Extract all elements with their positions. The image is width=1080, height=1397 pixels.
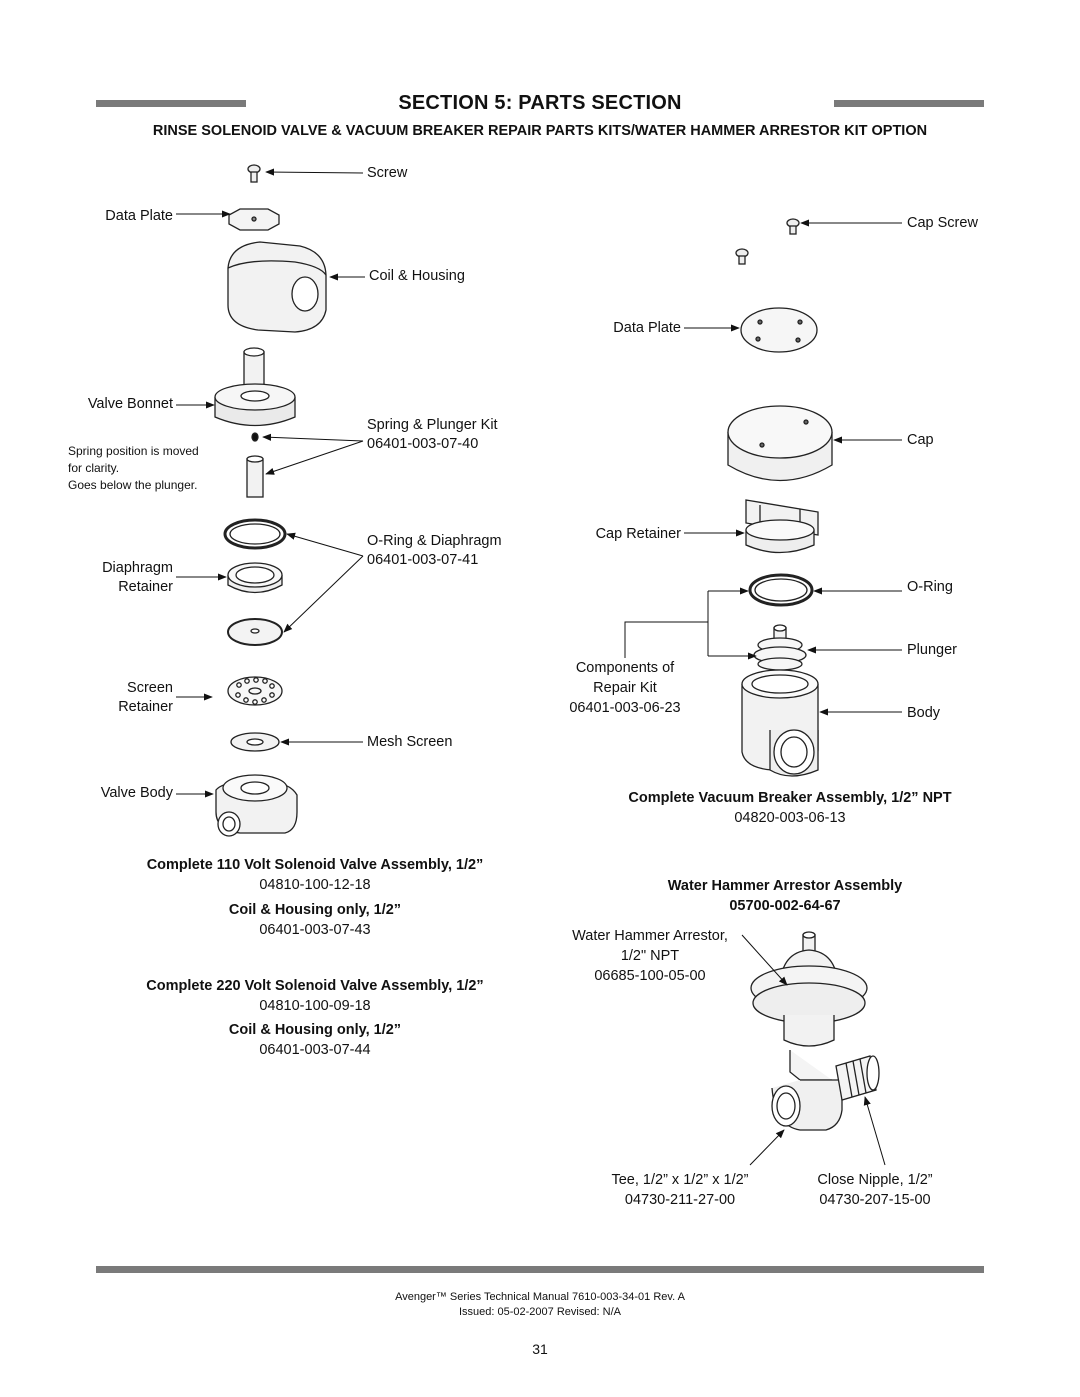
assembly-title: Complete 110 Volt Solenoid Valve Assembl… — [146, 857, 484, 873]
assembly-title: Coil & Housing only, 1/2” — [228, 902, 402, 918]
label-spring-plunger-part: 06401-003-07-40 — [367, 436, 479, 452]
components-part: 06401-003-06-23 — [569, 700, 681, 716]
assembly-part: 05700-002-64-67 — [729, 898, 841, 914]
components-line-1: Components of — [575, 660, 675, 676]
assembly-title: Complete 220 Volt Solenoid Valve Assembl… — [146, 978, 484, 994]
cap-part — [727, 405, 833, 482]
nipple-label: Close Nipple, 1/2” 04730-207-15-00 — [795, 1170, 955, 1210]
spring-part — [251, 432, 259, 442]
tee-label: Tee, 1/2” x 1/2” x 1/2” 04730-211-27-00 — [580, 1170, 780, 1210]
label-vb-body: Body — [907, 705, 941, 721]
assembly-part: 06401-003-07-43 — [259, 922, 371, 938]
assembly-part: 04810-100-12-18 — [259, 877, 371, 893]
nipple-part-number: 04730-207-15-00 — [819, 1192, 931, 1208]
solenoid-assembly-110: Complete 110 Volt Solenoid Valve Assembl… — [100, 855, 530, 895]
vb-o-ring-part — [748, 573, 814, 607]
spring-note-line-3: Goes below the plunger. — [68, 478, 198, 492]
diaphragm-part — [227, 618, 283, 646]
label-valve-body: Valve Body — [100, 785, 173, 801]
label-mesh-screen: Mesh Screen — [367, 734, 453, 750]
tee-line: Tee, 1/2” x 1/2” x 1/2” — [611, 1172, 749, 1188]
tee-part-number: 04730-211-27-00 — [624, 1192, 736, 1208]
label-cap-screw: Cap Screw — [907, 215, 978, 231]
assembly-title: Water Hammer Arrestor Assembly — [667, 878, 903, 894]
label-data-plate: Data Plate — [105, 208, 173, 224]
assembly-title: Complete Vacuum Breaker Assembly, 1/2” N… — [628, 790, 952, 806]
label-screen-retainer: Retainer — [118, 699, 173, 715]
label-screen: Screen — [127, 680, 173, 696]
valve-bonnet-part — [214, 347, 296, 427]
arrestor-line-2: 1/2" NPT — [620, 948, 680, 964]
water-hammer-arrestor-part — [750, 931, 868, 1047]
label-oring-diaphragm-part: 06401-003-07-41 — [367, 552, 479, 568]
plunger-part — [246, 455, 264, 498]
footer-line-2: Issued: 05-02-2007 Revised: N/A — [458, 1306, 622, 1318]
spring-note-line-1: Spring position is moved — [68, 444, 199, 458]
header-rule-right — [834, 100, 984, 107]
label-screw: Screw — [367, 165, 408, 181]
label-cap-retainer: Cap Retainer — [595, 526, 681, 542]
assembly-part: 06401-003-07-44 — [259, 1042, 371, 1058]
label-vb-data-plate: Data Plate — [613, 320, 681, 336]
spring-note: Spring position is moved for clarity. Go… — [68, 443, 199, 494]
footer-line-1: Avenger™ Series Technical Manual 7610-00… — [395, 1291, 685, 1303]
vb-data-plate-part — [740, 307, 818, 353]
label-valve-bonnet: Valve Bonnet — [87, 396, 173, 412]
label-cap: Cap — [907, 432, 934, 448]
tee-part — [771, 1050, 843, 1131]
page-number: 31 — [532, 1341, 548, 1357]
page-title: SECTION 5: PARTS SECTION — [398, 92, 682, 114]
solenoid-assembly-220: Complete 220 Volt Solenoid Valve Assembl… — [100, 976, 530, 1016]
arrestor-part: 06685-100-05-00 — [594, 968, 706, 984]
label-oring-diaphragm: O-Ring & Diaphragm — [367, 533, 502, 549]
label-plunger: Plunger — [907, 642, 957, 658]
valve-body-part — [215, 774, 298, 837]
screw-part — [247, 164, 261, 183]
vb-body-part — [741, 669, 819, 777]
close-nipple-part — [835, 1055, 880, 1101]
arrestor-label: Water Hammer Arrestor, 1/2" NPT 06685-10… — [550, 926, 750, 986]
coil-housing-part — [227, 241, 327, 333]
vacuum-breaker-assembly: Complete Vacuum Breaker Assembly, 1/2” N… — [570, 788, 1010, 828]
footer-rule — [96, 1266, 984, 1273]
screen-retainer-part — [227, 676, 283, 706]
header-rule-left — [96, 100, 246, 107]
components-line-2: Repair Kit — [593, 680, 657, 696]
arrestor-line-1: Water Hammer Arrestor, — [572, 928, 728, 944]
coil-housing-only-110: Coil & Housing only, 1/2” 06401-003-07-4… — [100, 900, 530, 940]
assembly-title: Coil & Housing only, 1/2” — [228, 1022, 402, 1038]
nipple-line: Close Nipple, 1/2” — [817, 1172, 933, 1188]
spring-note-line-2: for clarity. — [68, 461, 120, 475]
components-repair-kit: Components of Repair Kit 06401-003-06-23 — [555, 658, 695, 718]
o-ring-part — [223, 518, 287, 550]
cap-retainer-part — [745, 499, 819, 554]
assembly-part: 04820-003-06-13 — [734, 810, 846, 826]
cap-screw-part — [735, 218, 800, 265]
label-diaphragm: Diaphragm — [102, 560, 173, 576]
assembly-part: 04810-100-09-18 — [259, 998, 371, 1014]
page-subtitle: RINSE SOLENOID VALVE & VACUUM BREAKER RE… — [152, 123, 928, 139]
label-spring-plunger-kit: Spring & Plunger Kit — [367, 417, 498, 433]
water-hammer-assembly: Water Hammer Arrestor Assembly 05700-002… — [580, 876, 990, 916]
vb-plunger-part — [753, 624, 807, 671]
diaphragm-retainer-part — [227, 562, 283, 594]
label-vb-o-ring: O-Ring — [907, 579, 953, 595]
label-diaphragm-retainer: Retainer — [118, 579, 173, 595]
label-coil-housing: Coil & Housing — [369, 268, 465, 284]
coil-housing-only-220: Coil & Housing only, 1/2” 06401-003-07-4… — [100, 1020, 530, 1060]
